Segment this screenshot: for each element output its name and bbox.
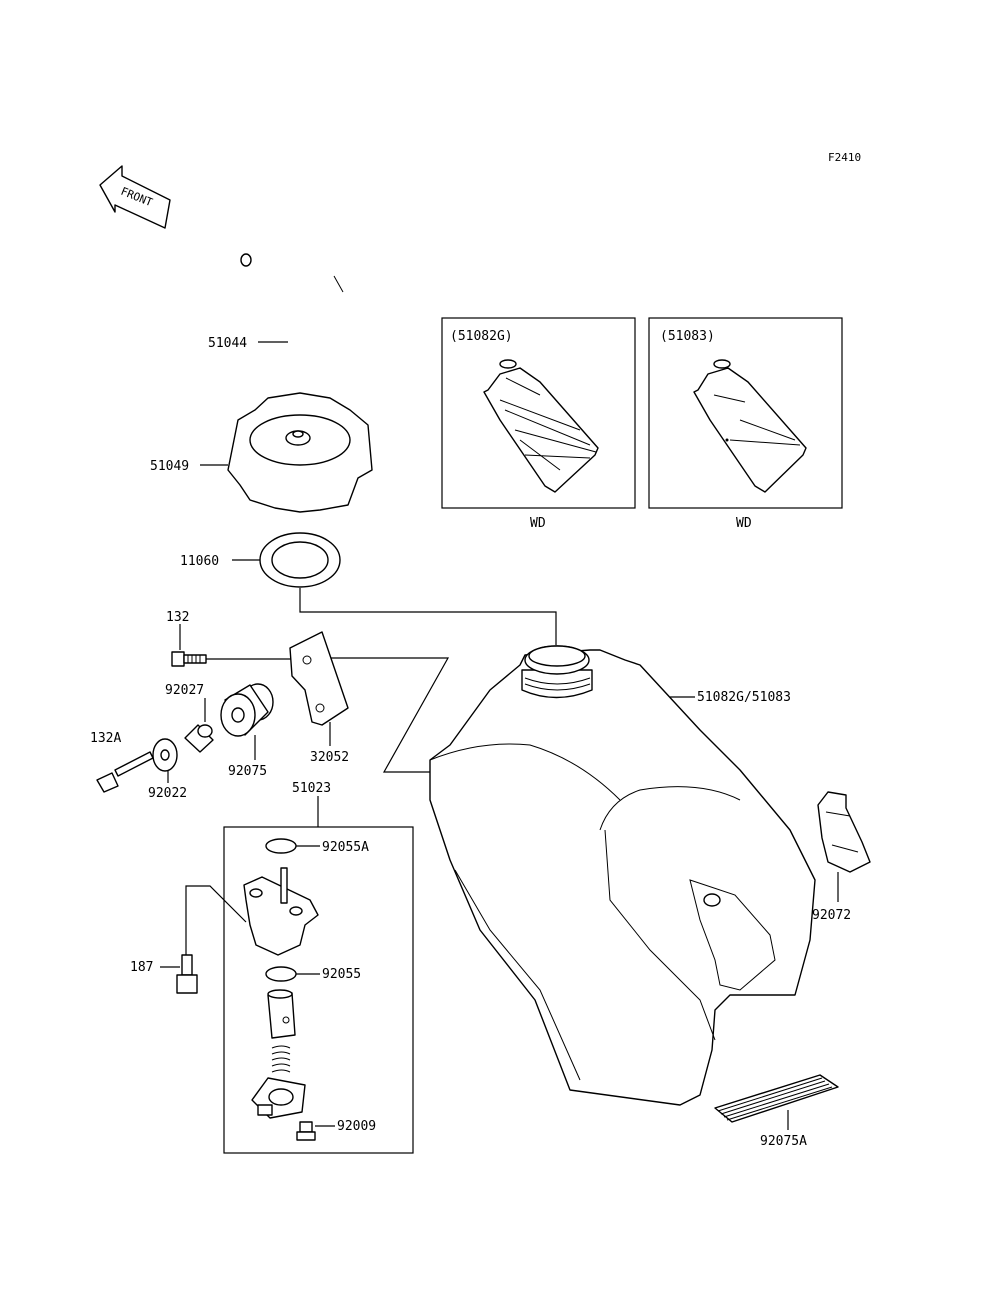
valve-spring — [271, 1045, 291, 1073]
leader-187 — [185, 885, 247, 955]
washer-92022 — [152, 738, 178, 772]
label-11060: 11060 — [180, 554, 219, 569]
collar-92027 — [184, 724, 214, 753]
variant-51082g-code: (51082G) — [450, 329, 513, 344]
label-51049: 51049 — [150, 459, 189, 474]
label-132a: 132A — [90, 731, 121, 746]
label-51023: 51023 — [292, 781, 331, 796]
cap-gasket — [259, 532, 341, 588]
label-132: 132 — [166, 610, 189, 625]
oring-92055a — [265, 838, 297, 854]
variant-51083-note: WD — [736, 516, 752, 531]
leader-gasket-tank — [299, 588, 557, 645]
fuel-valve-box — [223, 826, 414, 1154]
leader-bracket-tank — [315, 657, 450, 773]
bolt-187 — [176, 954, 198, 994]
valve-lever — [251, 1077, 306, 1119]
label-32052: 32052 — [310, 750, 349, 765]
label-92022: 92022 — [148, 786, 187, 801]
bolt-132 — [171, 651, 207, 667]
strap-92072 — [817, 791, 871, 873]
oring-92055 — [265, 966, 297, 982]
label-92075: 92075 — [228, 764, 267, 779]
label-51082g-51083: 51082G/51083 — [697, 690, 791, 705]
label-51044: 51044 — [208, 336, 247, 351]
fuel-cap — [227, 392, 373, 513]
variant-51082g-note: WD — [530, 516, 546, 531]
bolt-132a — [96, 751, 154, 793]
fuel-hose — [239, 202, 397, 377]
bracket-32052 — [289, 631, 349, 726]
label-92055a: 92055A — [322, 840, 369, 855]
pad-92075a — [714, 1074, 839, 1123]
grommet-92075 — [220, 683, 274, 737]
valve-body — [243, 867, 319, 956]
label-92055: 92055 — [322, 967, 361, 982]
variant-box-51083: (51083) — [648, 317, 843, 509]
label-187: 187 — [130, 960, 153, 975]
variant-51083-code: (51083) — [660, 329, 715, 344]
valve-cock — [267, 989, 296, 1039]
figure-code: F2410 — [828, 151, 861, 164]
label-92072: 92072 — [812, 908, 851, 923]
screw-92009 — [296, 1121, 316, 1141]
label-92075a: 92075A — [760, 1134, 807, 1149]
label-92027: 92027 — [165, 683, 204, 698]
label-92009: 92009 — [337, 1119, 376, 1134]
variant-box-51082g: (51082G) — [441, 317, 636, 509]
front-arrow-icon: FRONT — [99, 165, 171, 229]
fuel-tank — [429, 645, 816, 1106]
